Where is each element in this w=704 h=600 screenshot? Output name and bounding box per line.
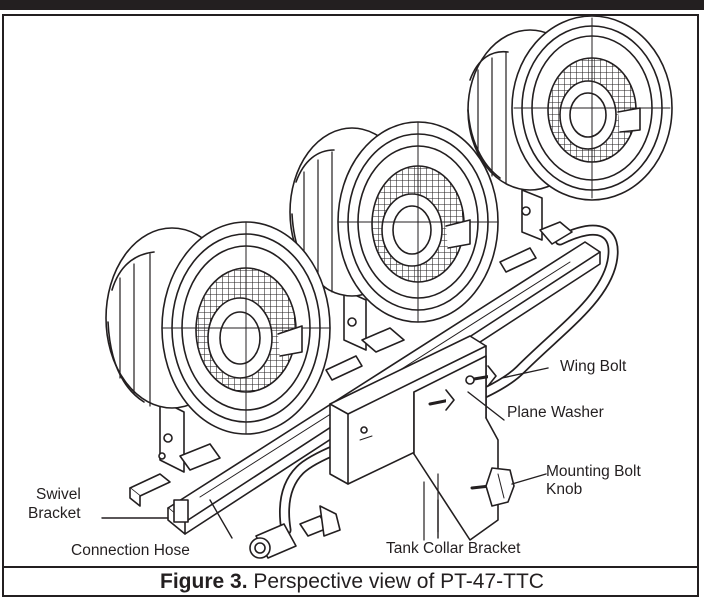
- label-swivel-bracket-line1: Swivel: [36, 486, 81, 503]
- label-connection-hose: Connection Hose: [71, 542, 190, 559]
- label-plane-washer: Plane Washer: [507, 404, 604, 421]
- label-wing-bolt: Wing Bolt: [560, 358, 627, 375]
- heater-illustration: [101, 15, 673, 559]
- label-tank-collar-bracket: Tank Collar Bracket: [386, 540, 521, 557]
- label-mounting-bolt-knob-line1: Mounting Bolt: [546, 463, 641, 480]
- leader-lines: [101, 367, 549, 539]
- heater-left: [105, 221, 331, 473]
- swivel-bracket-part: [129, 473, 189, 523]
- label-swivel-bracket-line2: Bracket: [28, 505, 81, 522]
- caption-divider: [2, 566, 699, 568]
- connection-fitting: [249, 505, 341, 559]
- heater-right: [467, 15, 673, 273]
- heater-middle: [289, 121, 499, 381]
- top-rule: [0, 0, 704, 10]
- caption-number: Figure 3.: [160, 570, 248, 593]
- wing-bolts: [428, 365, 497, 411]
- figure-caption: Figure 3. Perspective view of PT-47-TTC: [0, 569, 704, 595]
- mounting-knob: [470, 467, 515, 507]
- caption-text: Perspective view of PT-47-TTC: [247, 570, 544, 593]
- supply-hose: [279, 224, 619, 536]
- label-mounting-bolt-knob-line2: Knob: [546, 481, 583, 498]
